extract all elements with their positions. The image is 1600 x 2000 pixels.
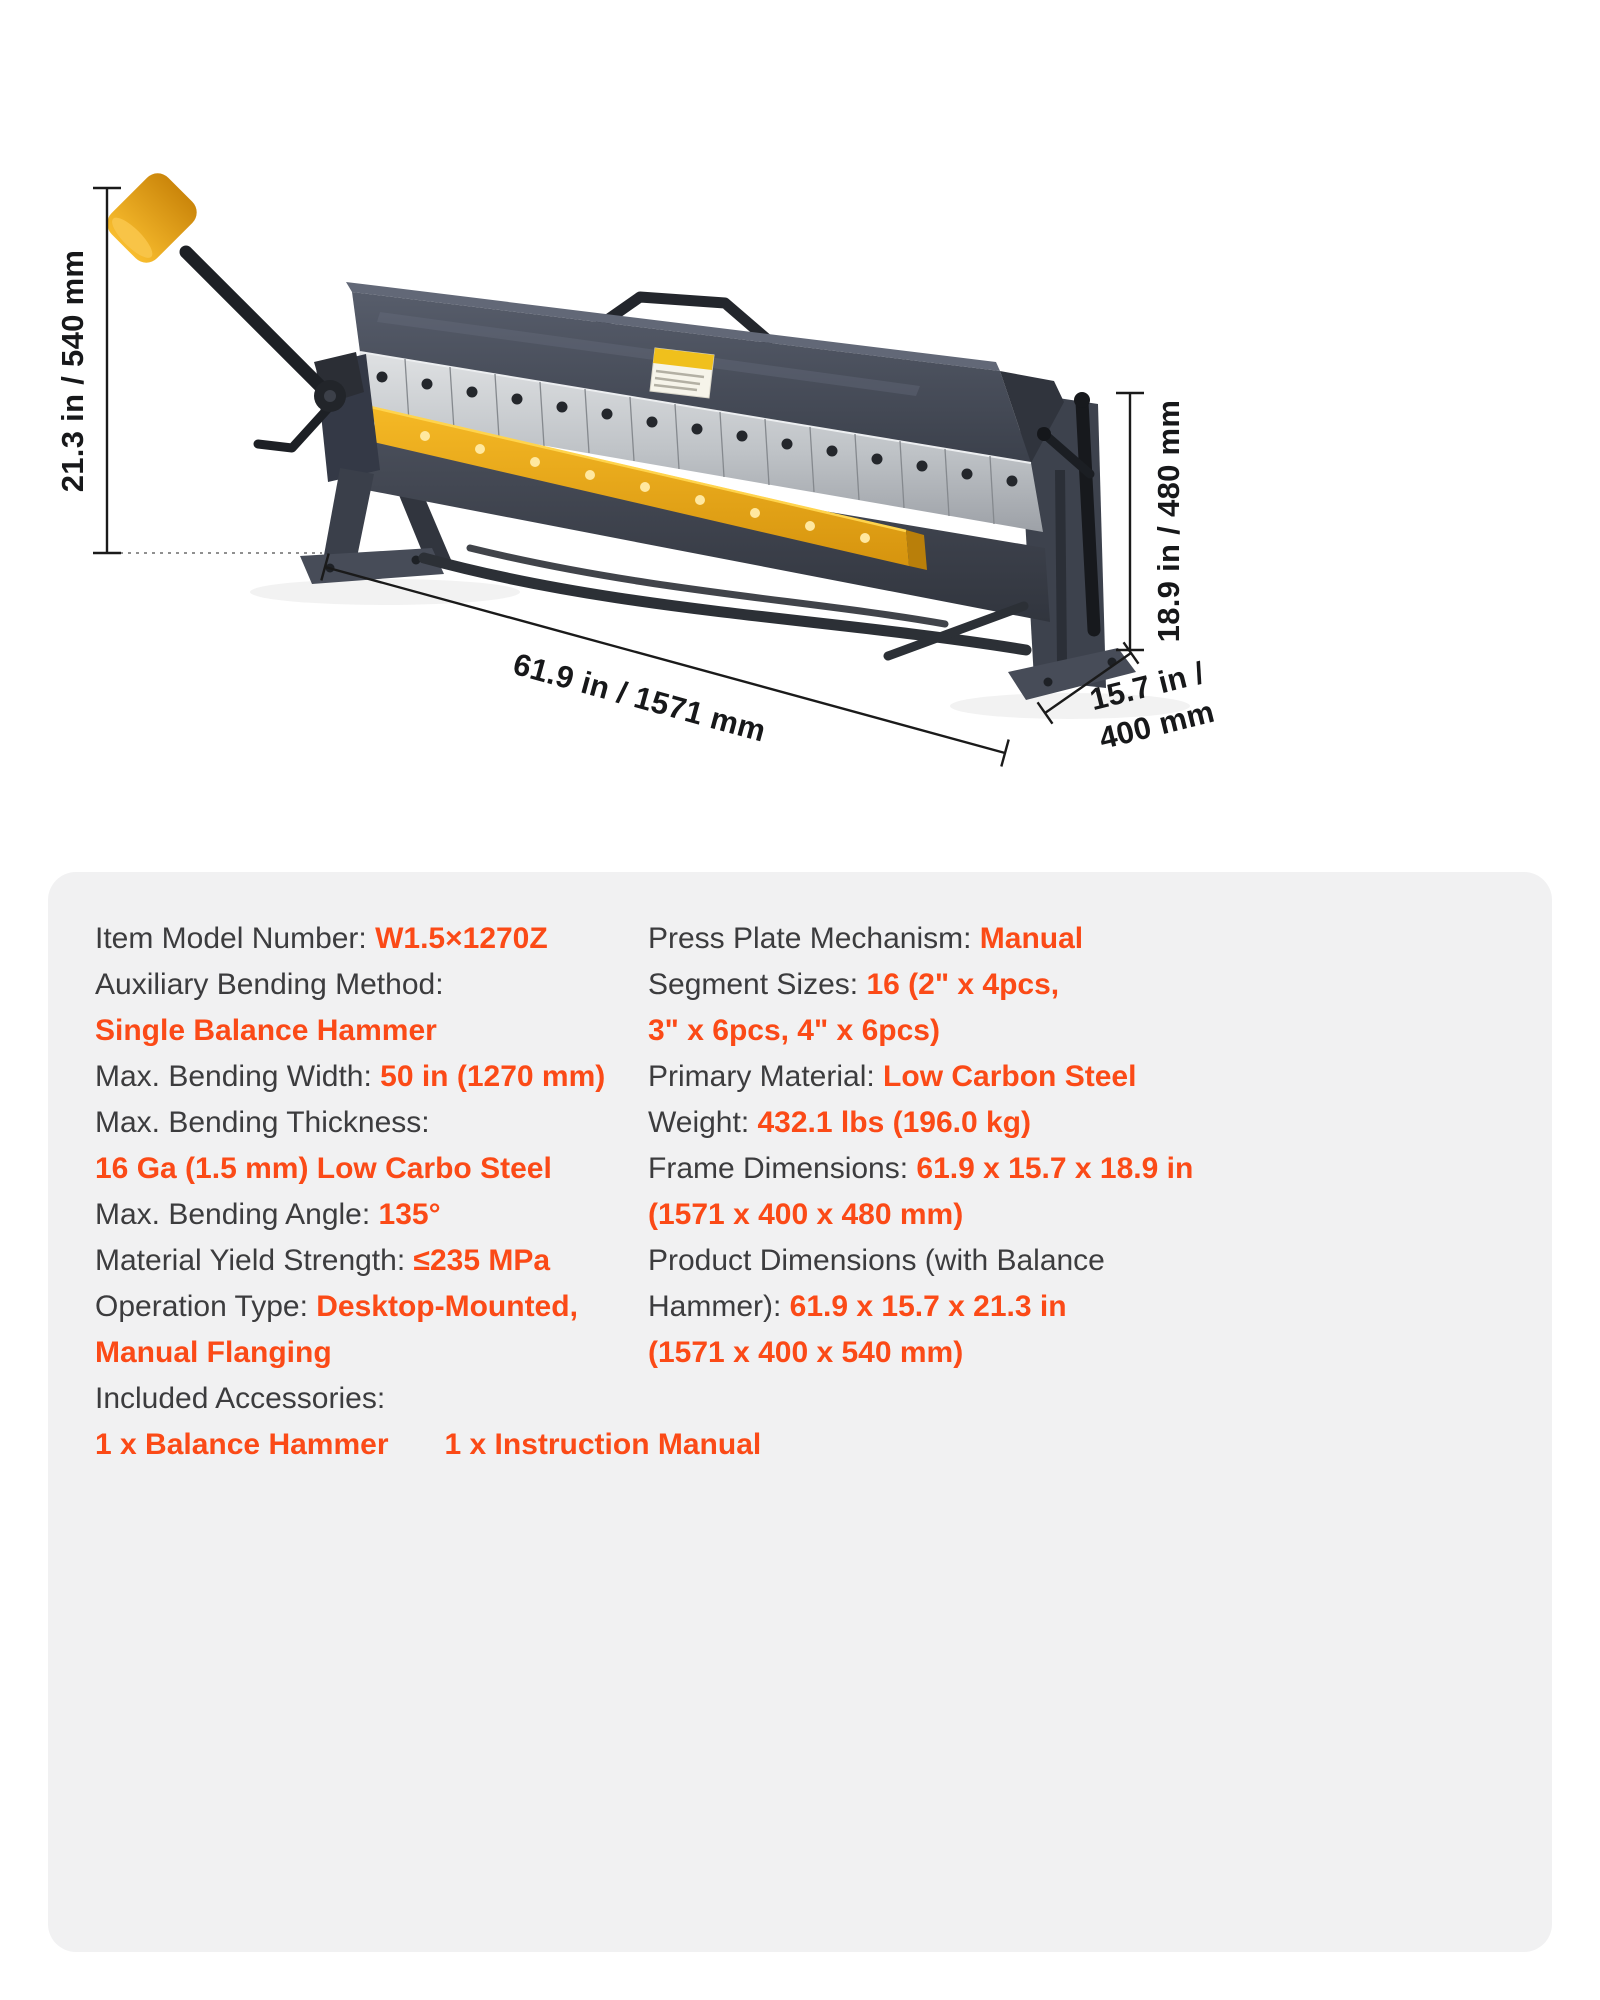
spec-value: Single Balance Hammer (95, 1014, 437, 1047)
spec-value: 3" x 6pcs, 4" x 6pcs) (648, 1014, 940, 1047)
dimension-label: 18.9 in / 480 mm (1151, 400, 1186, 643)
spec-column-right: Press Plate Mechanism: Manual Segment Si… (648, 916, 1193, 1376)
finger-segments (350, 351, 1043, 532)
rear-leg (392, 478, 452, 566)
spec-label: Max. Bending Angle: (95, 1198, 379, 1231)
clamp-studs (365, 419, 870, 543)
spec-line: Hammer): 61.9 x 15.7 x 21.3 in (648, 1284, 1193, 1330)
bolt-holes (376, 371, 1018, 487)
dimension-label: 61.9 in / 1571 mm (510, 646, 770, 748)
spec-value: (1571 x 400 x 540 mm) (648, 1336, 964, 1369)
shadow (950, 693, 1190, 719)
spec-line: Item Model Number: W1.5×1270Z (95, 916, 761, 962)
balance-hammer (107, 173, 364, 453)
spec-value: Manual Flanging (95, 1336, 332, 1369)
spec-label: Operation Type: (95, 1290, 317, 1323)
spec-line: Manual Flanging (95, 1330, 761, 1376)
spec-label: Segment Sizes: (648, 968, 867, 1001)
clamp-bar (335, 397, 927, 570)
spec-label: Press Plate Mechanism: (648, 922, 980, 955)
spec-line: Max. Bending Angle: 135° (95, 1192, 761, 1238)
caution-sticker (649, 347, 715, 399)
spec-label: Max. Bending Width: (95, 1060, 381, 1093)
spec-label: Item Model Number: (95, 922, 376, 955)
spec-value: ≤235 MPa (413, 1244, 551, 1277)
spec-label: Material Yield Strength: (95, 1244, 414, 1277)
spec-value: (1571 x 400 x 480 mm) (648, 1198, 964, 1231)
spec-value: 16 (2" x 4pcs, (866, 968, 1060, 1001)
spec-line: Max. Bending Thickness: (95, 1100, 761, 1146)
carry-handle (594, 291, 774, 346)
spec-card: Item Model Number: W1.5×1270Z Auxiliary … (48, 872, 1552, 1952)
spec-value: 50 in (1270 mm) (380, 1060, 606, 1093)
spec-line: Material Yield Strength: ≤235 MPa (95, 1238, 761, 1284)
spec-line: Weight: 432.1 lbs (196.0 kg) (648, 1100, 1193, 1146)
spec-value: Desktop-Mounted, (316, 1290, 578, 1323)
spec-column-left: Item Model Number: W1.5×1270Z Auxiliary … (95, 916, 761, 1468)
clamp-lever (1037, 427, 1095, 479)
spec-label: Auxiliary Bending Method: (95, 968, 444, 1001)
spec-line: Segment Sizes: 16 (2" x 4pcs, (648, 962, 1193, 1008)
spec-line: Included Accessories: (95, 1376, 761, 1422)
right-handle (1074, 392, 1101, 637)
spec-value: 135° (378, 1198, 441, 1231)
spec-line: Auxiliary Bending Method: (95, 962, 761, 1008)
spec-label: Primary Material: (648, 1060, 884, 1093)
dimension-frame-height: 18.9 in / 480 mm (1116, 391, 1186, 652)
spec-line: Product Dimensions (with Balance (648, 1238, 1193, 1284)
spec-value: 61.9 x 15.7 x 18.9 in (916, 1152, 1194, 1185)
spec-value: 432.1 lbs (196.0 kg) (757, 1106, 1032, 1139)
spec-label: Product Dimensions (with Balance (648, 1244, 1105, 1277)
spec-label: Hammer): (648, 1290, 790, 1323)
dimension-label: 21.3 in / 540 mm (55, 250, 90, 493)
spec-line-accessories: 1 x Balance Hammer 1 x Instruction Manual (95, 1422, 761, 1468)
spec-value: Low Carbon Steel (883, 1060, 1137, 1093)
spec-label: Weight: (648, 1106, 758, 1139)
spec-line: Frame Dimensions: 61.9 x 15.7 x 18.9 in (648, 1146, 1193, 1192)
base-beam (340, 430, 1050, 622)
spec-line: (1571 x 400 x 480 mm) (648, 1192, 1193, 1238)
spec-line: Primary Material: Low Carbon Steel (648, 1054, 1193, 1100)
left-leg (300, 468, 444, 584)
spec-value: 1 x Balance Hammer (95, 1428, 389, 1461)
spec-value: 16 Ga (1.5 mm) Low Carbo Steel (95, 1152, 552, 1185)
machine-illustration: 21.3 in / 540 mm 18.9 in / 480 mm 61.9 i… (55, 173, 1218, 767)
support-tube (418, 544, 1032, 661)
spec-value: Manual (979, 922, 1084, 955)
spec-line: 3" x 6pcs, 4" x 6pcs) (648, 1008, 1193, 1054)
spec-line: Max. Bending Width: 50 in (1270 mm) (95, 1054, 761, 1100)
spec-label: Included Accessories: (95, 1382, 386, 1415)
spec-value: 61.9 x 15.7 x 21.3 in (789, 1290, 1067, 1323)
spec-value: 1 x Instruction Manual (444, 1428, 762, 1461)
spec-line: Operation Type: Desktop-Mounted, (95, 1284, 761, 1330)
spec-line: Press Plate Mechanism: Manual (648, 916, 1193, 962)
spec-value: W1.5×1270Z (375, 922, 548, 955)
spec-line: Single Balance Hammer (95, 1008, 761, 1054)
spec-line: 16 Ga (1.5 mm) Low Carbo Steel (95, 1146, 761, 1192)
hammer-ball (107, 173, 197, 263)
spec-label: Max. Bending Thickness: (95, 1106, 430, 1139)
beam-end-cap (1000, 371, 1064, 463)
shadow (250, 579, 520, 605)
dimension-height-with-hammer: 21.3 in / 540 mm (55, 186, 121, 555)
spec-line: (1571 x 400 x 540 mm) (648, 1330, 1193, 1376)
spec-label: Frame Dimensions: (648, 1152, 917, 1185)
